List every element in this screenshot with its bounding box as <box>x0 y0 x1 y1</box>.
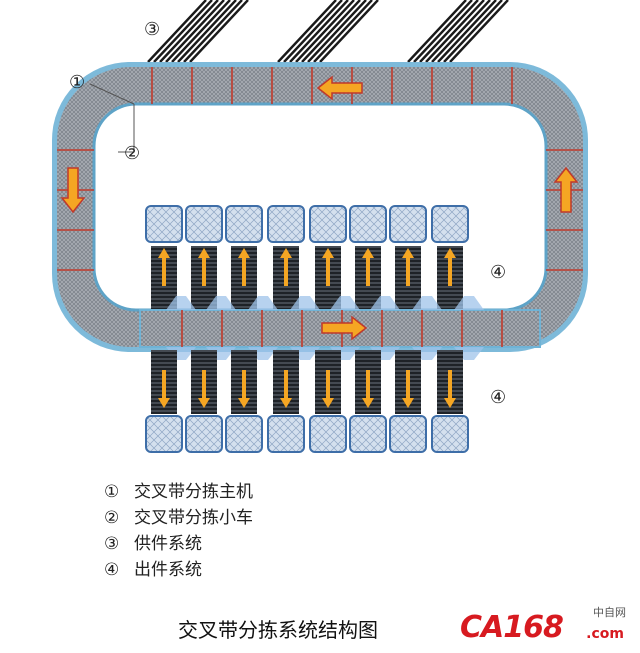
callout-cart: ② <box>124 143 140 164</box>
arrow-down-icon <box>198 398 210 408</box>
legend-text: 供件系统 <box>134 534 202 554</box>
outfeed-lane <box>185 350 223 453</box>
arrow-up-icon <box>158 248 170 258</box>
infeed-belt <box>407 0 509 63</box>
legend-item: ① 交叉带分拣主机 <box>104 479 253 505</box>
arrow-down-icon <box>322 398 334 408</box>
output-bin <box>225 205 263 243</box>
arrow-up-icon <box>362 248 374 258</box>
outfeed-lane <box>267 205 305 310</box>
ca168-logo: CA168 中自网 .com <box>460 604 630 648</box>
outfeed-lane <box>431 205 469 310</box>
legend-item: ② 交叉带分拣小车 <box>104 505 253 531</box>
logo-cn-text: 中自网 <box>593 606 626 619</box>
arrow-up-icon <box>280 248 292 258</box>
legend-text: 交叉带分拣小车 <box>134 508 253 528</box>
output-bin <box>349 415 387 453</box>
outfeed-lane <box>225 205 263 310</box>
arrow-up-icon <box>402 248 414 258</box>
callout-main-machine: ① <box>69 72 85 93</box>
output-bin <box>309 205 347 243</box>
outfeed-lane <box>349 205 387 310</box>
callout-infeed: ③ <box>144 19 160 40</box>
outfeed-lane <box>267 350 305 453</box>
leader-lines <box>89 83 135 153</box>
arrow-down-icon <box>362 398 374 408</box>
output-bin <box>431 415 469 453</box>
infeed-belts <box>145 0 509 63</box>
output-bin <box>225 415 263 453</box>
figure-caption: 交叉带分拣系统结构图 <box>178 618 378 642</box>
output-bin <box>389 205 427 243</box>
logo-main-text: CA168 <box>460 610 564 645</box>
arrow-down-icon <box>280 398 292 408</box>
flow-arrows <box>60 75 579 341</box>
arrow-up-icon <box>444 248 456 258</box>
outfeed-lane <box>185 205 223 310</box>
output-bin <box>431 205 469 243</box>
outfeed-lane <box>431 350 469 453</box>
arrow-down-icon <box>444 398 456 408</box>
callout-outfeed-upper: ④ <box>490 262 506 283</box>
arrow-up-icon <box>322 248 334 258</box>
arrow-left-icon <box>316 75 363 101</box>
outfeed-lane <box>389 205 427 310</box>
legend-marker: ③ <box>104 534 120 554</box>
output-bin <box>145 415 183 453</box>
outfeed-lane <box>309 350 347 453</box>
output-bin <box>309 415 347 453</box>
output-bin <box>185 415 223 453</box>
outfeed-lane <box>349 350 387 453</box>
output-bin <box>267 205 305 243</box>
outfeed-upper <box>145 205 469 310</box>
output-bin <box>145 205 183 243</box>
arrow-down-icon <box>60 167 86 214</box>
legend-text: 出件系统 <box>134 560 202 580</box>
arrow-down-icon <box>238 398 250 408</box>
sorter-diagram: ① ② ③ ④ ④ <box>52 0 588 453</box>
output-bin <box>267 415 305 453</box>
arrow-down-icon <box>158 398 170 408</box>
outfeed-lane <box>225 350 263 453</box>
legend-text: 交叉带分拣主机 <box>134 482 253 502</box>
infeed-belt <box>145 0 249 63</box>
outfeed-lane <box>145 205 183 310</box>
outfeed-lane <box>309 205 347 310</box>
logo-domain-text: .com <box>586 626 624 642</box>
legend-marker: ④ <box>104 560 120 580</box>
arrow-up-icon <box>553 166 579 213</box>
callouts: ① ② ③ ④ ④ <box>69 19 506 408</box>
output-bin <box>349 205 387 243</box>
infeed-belt <box>277 0 379 63</box>
outfeed-lane <box>145 350 183 453</box>
legend-item: ③ 供件系统 <box>104 531 253 557</box>
arrow-up-icon <box>238 248 250 258</box>
arrow-right-icon <box>321 315 368 341</box>
legend-item: ④ 出件系统 <box>104 557 253 583</box>
arrow-down-icon <box>402 398 414 408</box>
output-bin <box>389 415 427 453</box>
outfeed-lower <box>145 350 469 453</box>
callout-outfeed-lower: ④ <box>490 387 506 408</box>
legend-marker: ① <box>104 482 120 502</box>
legend: ① 交叉带分拣主机 ② 交叉带分拣小车 ③ 供件系统 ④ 出件系统 <box>104 479 253 583</box>
output-bin <box>185 205 223 243</box>
outfeed-lane <box>389 350 427 453</box>
arrow-up-icon <box>198 248 210 258</box>
legend-marker: ② <box>104 508 120 528</box>
